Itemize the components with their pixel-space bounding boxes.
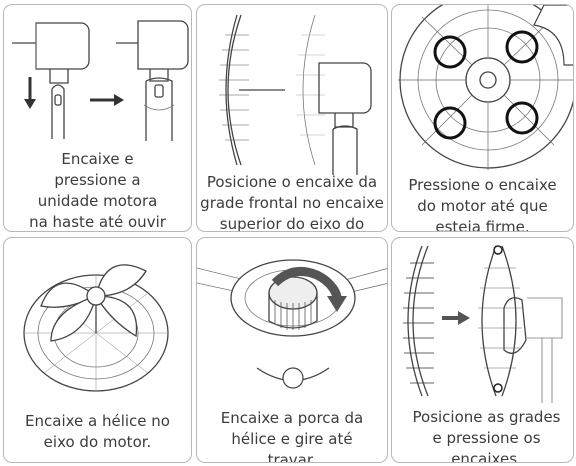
step-caption-1: Encaixe e pressione a unidade motora na … (29, 150, 166, 231)
illustration-motor-on-stand (4, 5, 191, 145)
illustration-propeller (4, 238, 191, 403)
down-arrow-icon (24, 77, 36, 109)
step-panel-6: Posicione as grades e pressione os encai… (391, 237, 574, 463)
step-panel-3: Pressione o encaixe do motor até que est… (391, 4, 574, 232)
step-caption-4: Encaixe a hélice no eixo do motor. (25, 412, 170, 451)
rotation-arrow-icon (271, 266, 347, 312)
step-panel-2: Posicione o encaixe da grade frontal no … (196, 4, 388, 232)
right-arrow-icon (90, 94, 124, 106)
illustration-grille-assembly (392, 238, 573, 403)
step-caption-6: Posicione as grades e pressione os encai… (412, 408, 561, 463)
step-panel-4: Encaixe a hélice no eixo do motor. (3, 237, 192, 463)
step-caption-3: Pressione o encaixe do motor até que est… (408, 176, 557, 232)
right-arrow-icon (442, 311, 470, 325)
illustration-propeller-nut (197, 238, 387, 403)
illustration-front-grille (197, 5, 387, 175)
step-panel-5: Encaixe a porca da hélice e gire até tra… (196, 237, 388, 463)
step-panel-1: Encaixe e pressione a unidade motora na … (3, 4, 192, 232)
illustration-motor-latch (392, 5, 573, 170)
step-caption-2: Posicione o encaixe da grade frontal no … (200, 173, 384, 232)
step-caption-5: Encaixe a porca da hélice e gire até tra… (220, 409, 364, 463)
